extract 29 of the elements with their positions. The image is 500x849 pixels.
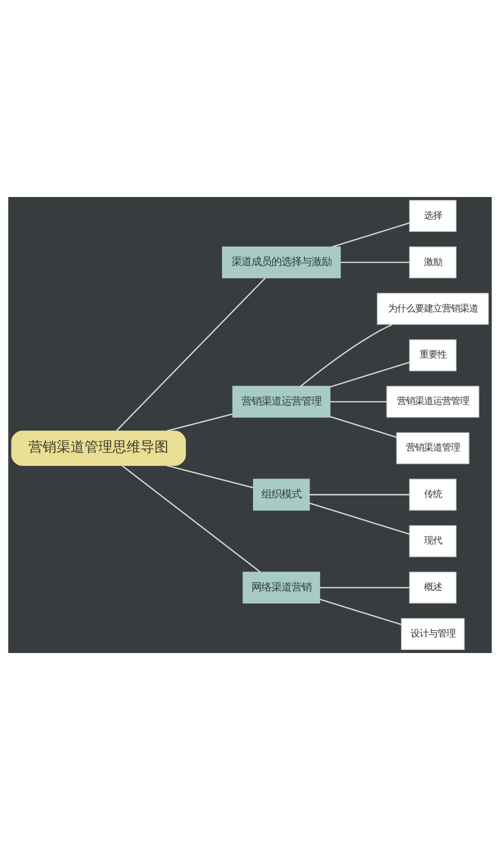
node-box: 激励 bbox=[409, 246, 456, 278]
connector bbox=[320, 586, 410, 588]
node-box: 传统 bbox=[409, 478, 456, 510]
connector bbox=[300, 323, 393, 386]
connector bbox=[330, 361, 410, 388]
connector bbox=[309, 502, 410, 534]
node-box: 渠道成员的选择与激励 bbox=[222, 246, 341, 278]
connector bbox=[166, 412, 233, 432]
node-box: 为什么要建立营销渠道 bbox=[376, 292, 489, 324]
node-box: 现代 bbox=[409, 524, 456, 557]
connector bbox=[320, 598, 402, 625]
node-box: 营销渠道管理思维导图 bbox=[11, 430, 186, 466]
node-box: 营销渠道管理 bbox=[396, 432, 470, 464]
node-box: 设计与管理 bbox=[401, 618, 465, 650]
connector bbox=[330, 415, 397, 438]
node-box: 营销渠道运营管理 bbox=[386, 385, 480, 418]
connector bbox=[309, 494, 410, 495]
connector bbox=[122, 464, 261, 572]
node-box: 营销渠道运营管理 bbox=[232, 385, 330, 418]
connector bbox=[116, 277, 266, 431]
node-box: 网络渠道营销 bbox=[242, 571, 320, 604]
node-box: 概述 bbox=[409, 571, 456, 604]
connector bbox=[340, 261, 410, 263]
connector bbox=[166, 464, 254, 488]
node-box: 选择 bbox=[409, 200, 456, 232]
connector bbox=[330, 400, 387, 402]
node-box: 组织模式 bbox=[253, 478, 310, 510]
connector bbox=[332, 222, 410, 247]
node-box: 重要性 bbox=[409, 338, 456, 371]
